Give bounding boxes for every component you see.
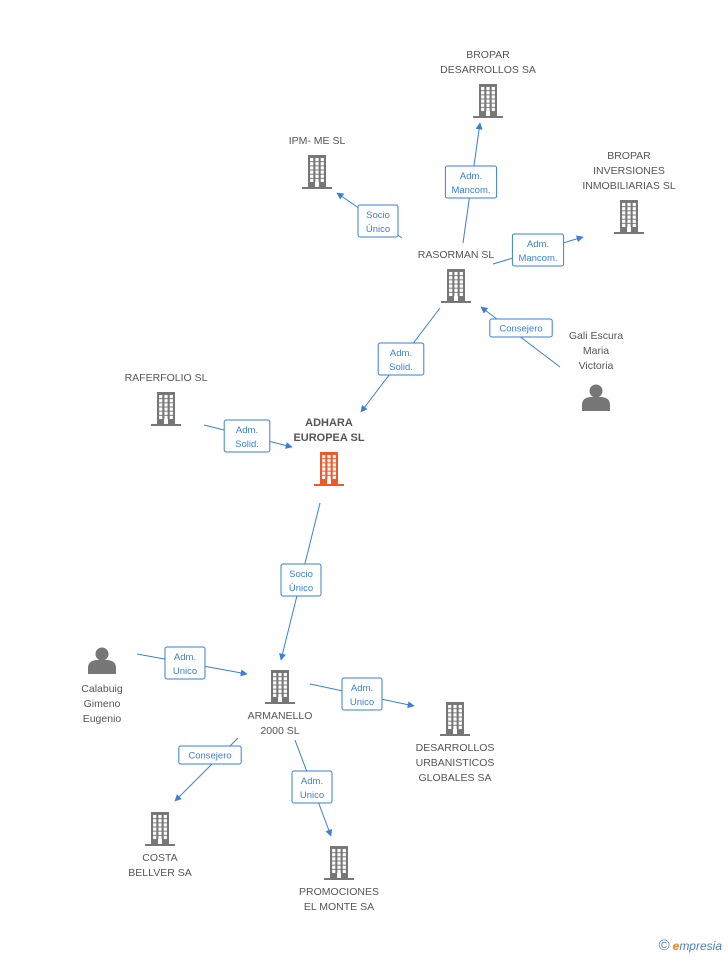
- edge-label: Mancom.: [518, 253, 557, 264]
- node-label: Maria: [583, 345, 609, 357]
- edge-label: Adm.: [460, 171, 482, 182]
- edge-label: Adm.: [236, 425, 258, 436]
- edge-label: Unico: [300, 790, 324, 801]
- node-label: PROMOCIONES: [299, 886, 379, 898]
- building-icon: [473, 84, 503, 118]
- node-label: COSTA: [142, 852, 177, 864]
- edge-label-box: [341, 677, 383, 711]
- building-icon: [440, 702, 470, 736]
- person-icon: [582, 384, 610, 411]
- node-label: GLOBALES SA: [419, 772, 492, 784]
- node-label: RASORMAN SL: [418, 249, 495, 261]
- node-label: Calabuig: [81, 683, 123, 695]
- node-label: Eugenio: [83, 713, 122, 725]
- node-label: INVERSIONES: [593, 165, 665, 177]
- node-label: Gali Escura: [569, 330, 623, 342]
- edge-label-box: [223, 419, 271, 453]
- building-icon: [151, 392, 181, 426]
- edge-label: Adm.: [301, 776, 323, 787]
- edge-label-box: [291, 770, 333, 804]
- node-bropar-des[interactable]: BROPAR DESARROLLOS SA: [440, 49, 536, 118]
- edge-label: Unico: [173, 666, 197, 677]
- nodes-layer: ADHARA EUROPEA SL RASORMAN SL BROPAR DESARRO…: [81, 49, 676, 913]
- person-icon: [88, 647, 116, 674]
- edge-label: Unico: [350, 697, 374, 708]
- node-desarrollos-urb[interactable]: DESARROLLOS URBANISTICOS GLOBALES SA: [416, 702, 495, 784]
- edge-label-box: [178, 745, 242, 765]
- node-promociones[interactable]: PROMOCIONES EL MONTE SA: [299, 846, 379, 913]
- edge-label: Único: [366, 224, 390, 235]
- node-label: Gimeno: [84, 698, 121, 710]
- edge-raferfolio-to-adhara[interactable]: Adm. Solid.: [203, 419, 293, 453]
- node-label: URBANISTICOS: [416, 757, 495, 769]
- node-label: DESARROLLOS: [416, 742, 495, 754]
- node-label: IPM- ME SL: [289, 135, 346, 147]
- node-costa[interactable]: COSTA BELLVER SA: [128, 812, 192, 879]
- building-icon: [314, 452, 344, 486]
- node-bropar-inv[interactable]: BROPAR INVERSIONES INMOBILIARIAS SL: [582, 150, 676, 234]
- edge-label-box: [489, 318, 553, 338]
- edge-label: Adm.: [174, 652, 196, 663]
- building-icon: [265, 670, 295, 704]
- node-label: BELLVER SA: [128, 867, 191, 879]
- building-icon: [441, 269, 471, 303]
- edge-label: Solid.: [389, 362, 413, 373]
- edge-label-box: [511, 233, 565, 267]
- edge-label: Mancom.: [451, 185, 490, 196]
- node-label: INMOBILIARIAS SL: [582, 180, 676, 192]
- node-label: DESARROLLOS SA: [440, 64, 536, 76]
- node-label: EUROPEA SL: [293, 432, 364, 444]
- building-icon: [145, 812, 175, 846]
- edge-label-box: [357, 204, 399, 238]
- edge-label: Adm.: [527, 239, 549, 250]
- edge-gali-to-rasorman[interactable]: Consejero: [480, 306, 561, 368]
- edge-label: Consejero: [188, 751, 231, 762]
- building-icon: [302, 155, 332, 189]
- edge-label-box: [444, 165, 498, 199]
- node-label: BROPAR: [466, 49, 510, 61]
- edge-label: Socio: [366, 210, 390, 221]
- edge-armanello-to-desarrollos-urb[interactable]: Adm. Unico: [309, 677, 415, 711]
- edge-label-box: [377, 342, 425, 376]
- edge-armanello-to-promociones[interactable]: Adm. Unico: [291, 739, 333, 837]
- node-label: RAFERFOLIO SL: [125, 372, 208, 384]
- building-icon: [324, 846, 354, 880]
- edge-label: Único: [289, 583, 313, 594]
- edge-label: Solid.: [235, 439, 259, 450]
- node-armanello[interactable]: ARMANELLO 2000 SL: [248, 670, 313, 737]
- edge-label-box: [164, 646, 206, 680]
- building-icon: [614, 200, 644, 234]
- node-label: ARMANELLO: [248, 710, 313, 722]
- edge-rasorman-to-adhara[interactable]: Adm. Solid.: [360, 307, 441, 413]
- node-adhara[interactable]: ADHARA EUROPEA SL: [293, 417, 365, 486]
- edge-label: Socio: [289, 569, 313, 580]
- edge-label-box: [280, 563, 322, 597]
- node-rasorman[interactable]: RASORMAN SL: [418, 249, 495, 303]
- node-label: BROPAR: [607, 150, 651, 162]
- edge-label: Consejero: [499, 324, 542, 335]
- edges-layer: Adm.Mancom.SocioÚnicoAdm.Mancom.Consejer…: [136, 122, 584, 837]
- node-label: EL MONTE SA: [304, 901, 374, 913]
- brand-logo-text: mpresia: [679, 939, 722, 953]
- edge-label: Adm.: [351, 683, 373, 694]
- edge-calabuig-to-armanello[interactable]: Adm. Unico: [136, 646, 248, 680]
- node-label: Victoria: [579, 360, 614, 372]
- edge-rasorman-to-bropar-des[interactable]: Adm. Mancom.: [444, 122, 498, 244]
- node-label: ADHARA: [305, 417, 353, 429]
- node-label: 2000 SL: [260, 725, 299, 737]
- brand-logo-e: e: [672, 939, 680, 953]
- brand-watermark: ©empresia: [659, 937, 722, 954]
- edge-label: Adm.: [390, 348, 412, 359]
- edge-armanello-to-costa[interactable]: Consejero: [174, 737, 242, 802]
- node-raferfolio[interactable]: RAFERFOLIO SL: [125, 372, 208, 426]
- node-ipm[interactable]: IPM- ME SL: [289, 135, 346, 189]
- edge-rasorman-to-bropar-inv[interactable]: Adm. Mancom.: [492, 233, 584, 267]
- copyright-symbol: ©: [658, 937, 670, 954]
